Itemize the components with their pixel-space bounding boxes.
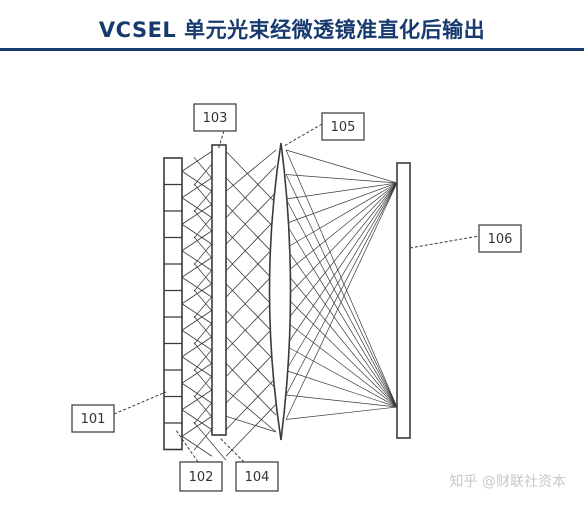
beam-ray	[225, 324, 277, 378]
label-leader-lines	[113, 123, 480, 463]
beam-ray	[225, 389, 277, 433]
beam-ray	[225, 256, 277, 310]
beam-to-screen-ray	[285, 182, 398, 249]
title-underline	[0, 48, 584, 51]
label-103-text: 103	[203, 111, 228, 126]
beam-ray	[225, 271, 277, 325]
beam-ray	[225, 336, 277, 390]
beam-to-screen-ray	[285, 149, 398, 184]
beam-ray	[225, 165, 277, 219]
target-screen-106	[396, 162, 411, 439]
collimating-lens-105	[268, 142, 292, 441]
beam-to-screen-ray	[285, 182, 398, 396]
beam-ray	[225, 149, 277, 192]
label-106: 106	[478, 224, 522, 253]
beam-crossings	[181, 147, 277, 461]
label-101-text: 101	[81, 412, 106, 427]
label-102-text: 102	[189, 470, 214, 485]
beam-to-screen-ray	[285, 272, 398, 408]
label-105: 105	[321, 112, 365, 141]
label-103: 103	[193, 103, 237, 132]
beam-to-screen-ray	[285, 182, 398, 420]
microlens-array-103	[211, 144, 227, 436]
beam-ray	[225, 297, 277, 351]
leader-line	[113, 391, 167, 415]
beam-to-screen-ray	[285, 223, 398, 408]
beams-to-screen	[285, 149, 398, 420]
collimating-lens-outline	[268, 142, 292, 441]
beam-to-screen-ray	[285, 247, 398, 408]
beam-to-screen-ray	[285, 182, 398, 347]
vcsel-array-frame	[163, 157, 183, 451]
beam-ray	[225, 362, 277, 416]
vcsel-array-101	[163, 157, 183, 451]
beam-to-screen-ray	[285, 182, 398, 298]
beam-ray	[225, 415, 277, 433]
label-104: 104	[235, 461, 279, 492]
beam-to-screen-ray	[285, 406, 398, 420]
beam-to-screen-ray	[285, 182, 398, 273]
leader-line	[217, 130, 225, 151]
leader-line	[409, 235, 480, 249]
label-104-text: 104	[245, 470, 270, 485]
label-106-text: 106	[488, 232, 513, 247]
label-102: 102	[179, 461, 223, 492]
beam-to-screen-ray	[285, 345, 398, 408]
beam-to-screen-ray	[285, 174, 398, 408]
page-title: VCSEL 单元光束经微透镜准直化后输出	[98, 18, 486, 42]
leader-line	[283, 123, 323, 147]
beam-to-screen-ray	[285, 321, 398, 408]
beam-ray	[225, 309, 277, 363]
beam-to-screen-ray	[285, 182, 398, 200]
watermark: 知乎 @财联社资本	[450, 473, 566, 490]
beam-to-screen-ray	[285, 198, 398, 408]
beam-ray	[225, 350, 277, 404]
beam-to-screen-ray	[285, 182, 398, 322]
leader-line	[175, 429, 199, 463]
beam-to-screen-ray	[285, 296, 398, 408]
beam-ray	[225, 377, 277, 431]
beam-to-screen-ray	[285, 394, 398, 408]
beam-ray	[225, 244, 277, 298]
beam-to-screen-ray	[285, 174, 398, 184]
label-101: 101	[71, 404, 115, 433]
beam-ray	[225, 218, 277, 272]
beam-ray	[225, 230, 277, 284]
beam-to-screen-ray	[285, 182, 398, 224]
beam-ray	[225, 177, 277, 231]
beam-to-screen-ray	[285, 149, 398, 408]
beam-ray	[225, 403, 277, 457]
beam-to-screen-ray	[285, 182, 398, 371]
beam-ray	[225, 283, 277, 337]
label-105-text: 105	[331, 120, 356, 135]
beam-ray	[225, 191, 277, 245]
beam-ray	[193, 422, 227, 461]
beam-ray	[225, 203, 277, 257]
beam-ray	[225, 150, 277, 204]
leader-line	[219, 437, 245, 463]
beam-to-screen-ray	[285, 370, 398, 408]
